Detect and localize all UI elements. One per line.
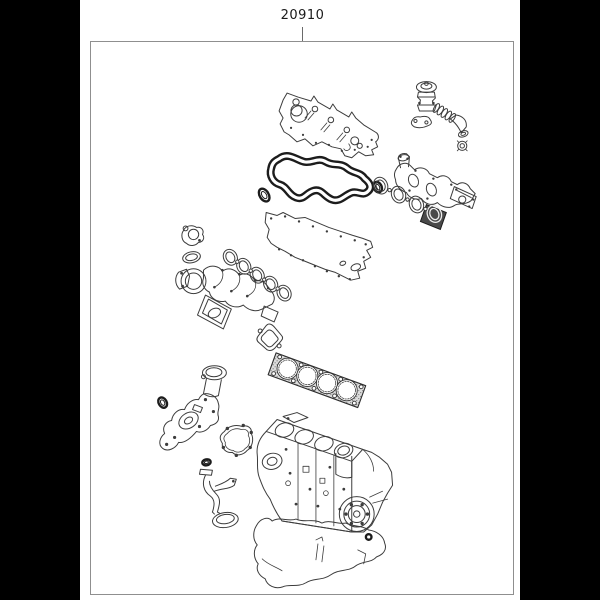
cylinder-head-gasket — [267, 352, 367, 409]
exhaust-manifold-gasket-chain — [222, 248, 292, 302]
thermostat-gasket — [182, 251, 201, 264]
part-number-label[interactable]: 20910 — [280, 8, 325, 23]
front-case-o-ring — [157, 396, 169, 409]
egr-mounting-nut — [456, 140, 468, 152]
valve-cover-rubber-gasket — [266, 152, 375, 205]
head-cover-plate — [264, 212, 374, 281]
oil-pan-gasket — [253, 517, 386, 589]
callout-leader-line — [302, 27, 303, 41]
diagram-frame — [90, 41, 514, 595]
egr-pipe-gasket — [410, 115, 432, 129]
intake-manifold-gasket-chain — [372, 176, 447, 231]
diagram-canvas: 20910 — [80, 0, 520, 600]
part-number-callout[interactable]: 20910 — [252, 8, 353, 23]
thermostat-housing — [181, 225, 205, 246]
oil-screen-assembly — [198, 468, 239, 529]
exhaust-flange-gasket — [256, 323, 284, 351]
camshaft-oil-seal — [257, 187, 271, 203]
intake-manifold — [393, 153, 477, 210]
cylinder-block — [256, 412, 394, 533]
water-pump-gasket — [219, 423, 254, 458]
egr-pipe-assembly — [415, 81, 469, 138]
valve-cover-gasket-plate — [278, 92, 379, 159]
exhaust-manifold — [175, 265, 279, 330]
oil-screen-o-ring — [201, 458, 212, 467]
front-case-assembly — [159, 365, 227, 451]
gasket-kit-diagram — [157, 81, 477, 589]
rear-seal-o-ring — [364, 532, 373, 541]
